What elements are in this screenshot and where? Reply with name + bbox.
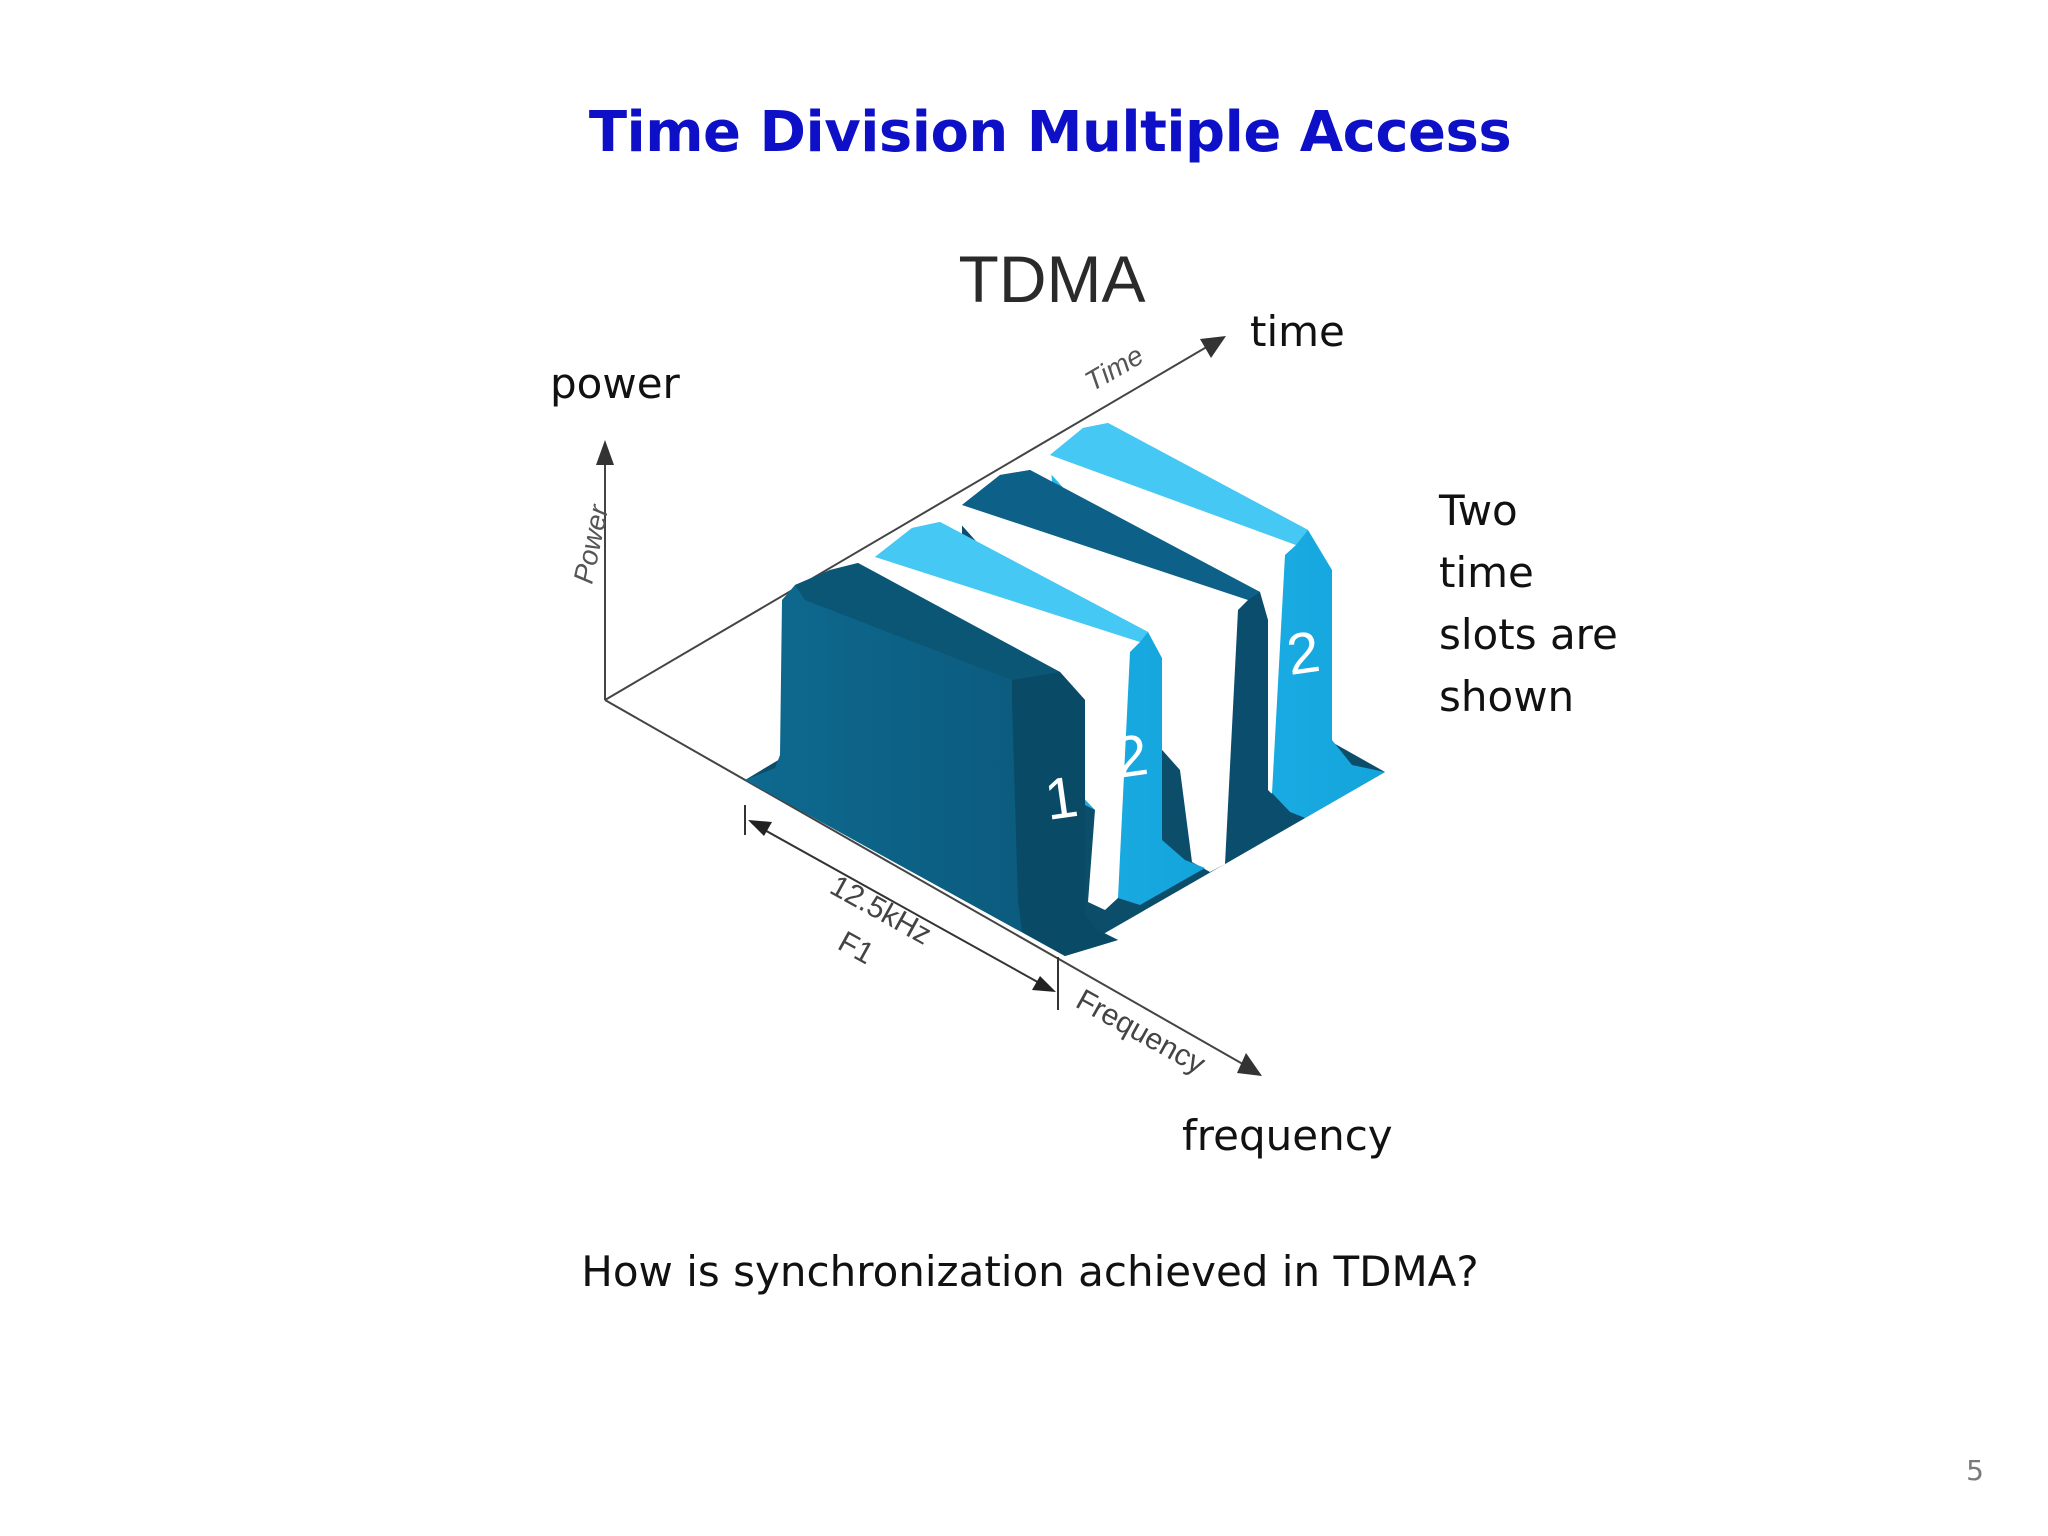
power-axis-label: Power (568, 501, 615, 587)
slot-separator (862, 557, 1140, 910)
frequency-annotation: frequency (1182, 1111, 1393, 1160)
page-number: 5 (1966, 1454, 1984, 1487)
slot-separator (950, 505, 1248, 872)
time-slot-1 (745, 563, 1118, 956)
note-line: time (1439, 548, 1534, 597)
time-axis (604, 344, 1211, 701)
time-axis-label: Time (1080, 339, 1149, 397)
bandwidth-arrow-left (748, 820, 772, 836)
channel-label: F1 (833, 925, 880, 971)
time-axis-arrow (1200, 336, 1226, 358)
figure-heading: TDMA (959, 242, 1146, 316)
note-line: slots are (1439, 610, 1618, 659)
discussion-question: How is synchronization achieved in TDMA? (581, 1247, 1479, 1296)
slide-title: Time Division Multiple Access (588, 100, 1512, 165)
time-annotation: time (1250, 307, 1345, 356)
bandwidth-arrow-right (1032, 976, 1056, 992)
power-annotation: power (550, 359, 680, 408)
time-slots-note: Two time slots are shown (1439, 480, 1618, 728)
frequency-axis-label: Frequency (1071, 983, 1211, 1081)
note-line: Two (1439, 486, 1518, 535)
note-line: shown (1439, 672, 1575, 721)
bandwidth-dimension-line (751, 822, 1053, 991)
slot-separator (1040, 455, 1296, 808)
power-axis-arrow (596, 440, 614, 465)
frequency-axis-arrow (1237, 1053, 1262, 1076)
frequency-axis (604, 699, 1249, 1068)
